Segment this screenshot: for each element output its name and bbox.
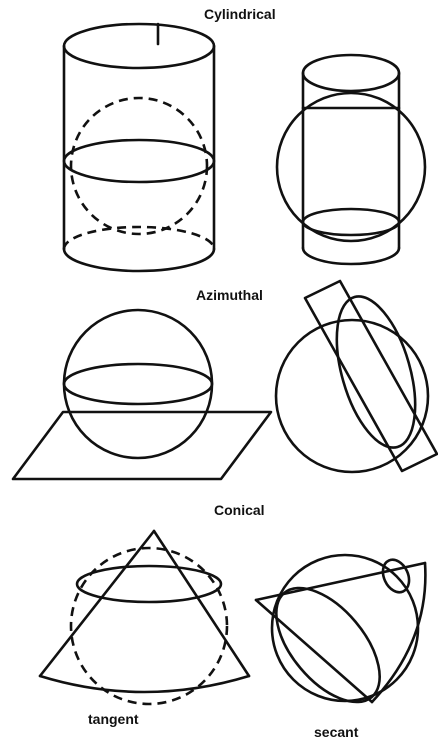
cylinder-bottom-back-arc xyxy=(64,227,214,249)
cone-left-side xyxy=(40,531,154,676)
cylinder-top-ellipse xyxy=(64,24,214,68)
cylinder-bottom-front-arc xyxy=(64,249,214,271)
cylindrical-secant-figure xyxy=(277,55,425,264)
tangent-circle xyxy=(77,566,221,602)
secant-circle xyxy=(322,288,430,457)
cylindrical-tangent-figure xyxy=(64,24,214,271)
cone-lower-side xyxy=(256,600,372,702)
sphere-outline xyxy=(277,93,425,241)
sphere-dashed-outline xyxy=(71,98,207,234)
narrow-cylinder-bottom-arc xyxy=(303,248,399,264)
conical-tangent-figure xyxy=(40,531,249,704)
sphere-outline xyxy=(64,310,212,458)
tangent-plane xyxy=(13,412,271,479)
cone-right-side xyxy=(154,531,249,676)
azimuthal-secant-figure xyxy=(276,281,437,472)
lower-secant-ellipse xyxy=(303,209,399,235)
narrow-cylinder-top xyxy=(303,55,399,91)
sphere-equator xyxy=(64,364,212,404)
secant-plane xyxy=(305,281,437,471)
cone-base-arc xyxy=(40,676,249,692)
conical-secant-figure xyxy=(256,555,425,720)
sphere-equator-tangent-line xyxy=(64,140,214,182)
azimuthal-tangent-figure xyxy=(13,310,271,479)
